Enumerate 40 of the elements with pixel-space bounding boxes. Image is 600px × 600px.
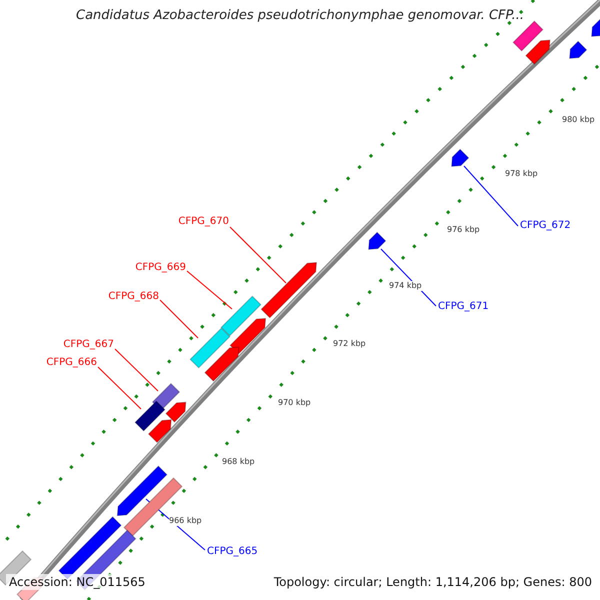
tick-label: 974 kbp <box>389 281 422 291</box>
gene-label: CFPG_668 <box>108 290 159 304</box>
tick-label: 968 kbp <box>222 457 255 467</box>
gene-feature <box>220 296 262 336</box>
gene-feature <box>116 465 168 516</box>
genome-summary: Topology: circular; Length: 1,114,206 bp; Genes: 800 <box>274 574 592 590</box>
gene-feature <box>368 232 386 250</box>
leader-line <box>114 348 158 392</box>
gene-feature <box>512 20 544 52</box>
gene-label: CFPG_669 <box>135 261 186 275</box>
gene-feature <box>451 148 470 167</box>
gene-feature <box>260 262 317 318</box>
leader-line <box>160 300 198 338</box>
gene-feature <box>591 18 600 37</box>
leader-line <box>230 226 286 284</box>
gene-label: CFPG_671 <box>438 300 489 314</box>
gene-label: CFPG_666 <box>46 356 97 370</box>
tick-label: 976 kbp <box>447 225 480 235</box>
gene-label: CFPG_670 <box>178 215 229 229</box>
gene-feature <box>204 346 240 382</box>
leader-line <box>464 166 518 226</box>
leader-line <box>98 366 142 410</box>
gene-feature <box>134 400 166 432</box>
gene-feature <box>525 40 550 65</box>
tick-label: 980 kbp <box>562 115 595 125</box>
gene-label: CFPG_672 <box>520 219 571 233</box>
gene-label: CFPG_665 <box>207 545 258 559</box>
gene-feature <box>569 40 588 59</box>
gene-feature <box>165 402 186 423</box>
gene-feature <box>190 328 230 368</box>
map-title: Candidatus Azobacteroides pseudotrichonymphae genomovar. CFP... <box>75 9 525 22</box>
gene-label: CFPG_667 <box>63 338 114 352</box>
gene-feature <box>123 477 183 537</box>
gene-feature <box>148 419 172 444</box>
tick-label: 966 kbp <box>169 516 202 526</box>
leader-line <box>186 270 232 310</box>
tick-label: 970 kbp <box>278 398 311 408</box>
gene-feature <box>230 318 266 354</box>
tick-label: 978 kbp <box>505 169 538 179</box>
tick-label: 972 kbp <box>333 339 366 349</box>
